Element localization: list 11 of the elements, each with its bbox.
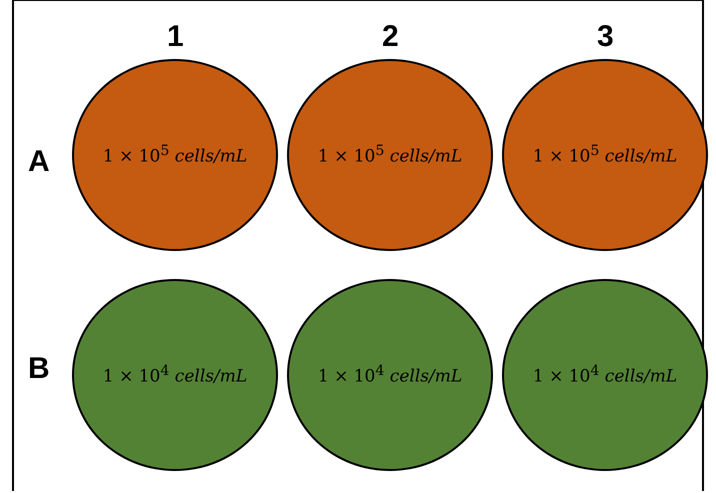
column-label: 2 — [382, 22, 399, 52]
concentration-label: 1 × 10$^{4}$ cells/mL — [318, 363, 462, 387]
row-label: B — [28, 354, 50, 384]
column-label: 1 — [167, 22, 184, 52]
row-label: A — [28, 147, 50, 177]
concentration-label: 1 × 10$^{5}$ cells/mL — [532, 143, 678, 167]
concentration-label: 1 × 10$^{4}$ cells/mL — [102, 363, 248, 387]
concentration-label: 1 × 10$^{5}$ cells/mL — [318, 143, 462, 167]
concentration-label: 1 × 10$^{4}$ cells/mL — [532, 363, 678, 387]
concentration-label: 1 × 10$^{5}$ cells/mL — [102, 143, 248, 167]
column-label: 3 — [597, 22, 614, 52]
